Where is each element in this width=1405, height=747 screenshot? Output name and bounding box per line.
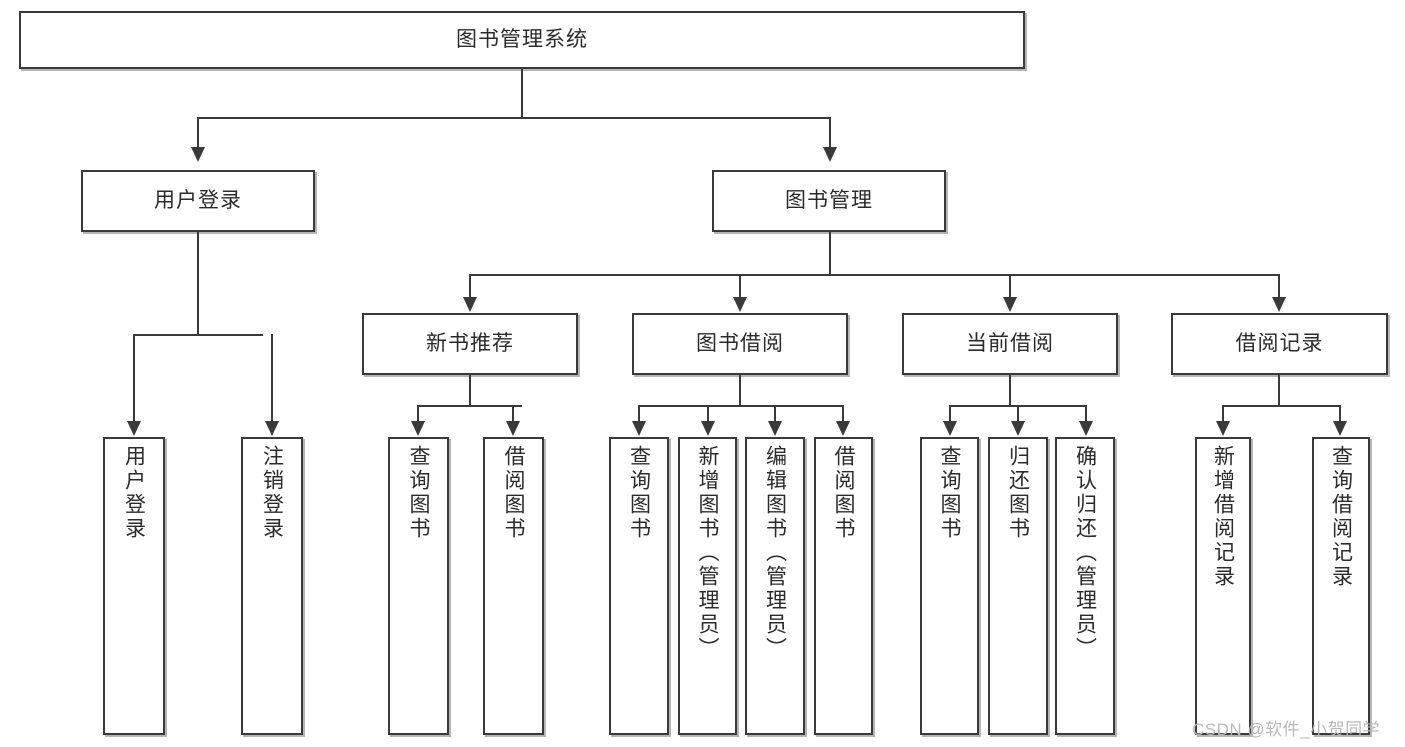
connector-borrow-record-stem [1278,375,1280,405]
node-label: 借阅记录 [1235,331,1324,355]
connector-user-login-stem [197,232,199,334]
node-leaf-query-record[interactable]: 查询借阅记录 [1312,437,1370,735]
arrowhead-current-borrow [1003,297,1017,312]
node-leaf-confirm-return[interactable]: 确认归还（管理员） [1055,437,1115,735]
connector-book-borrow-stem [739,375,741,405]
arrowhead-leaf-query-book-3 [943,421,957,436]
arrowhead-leaf-user-login [127,421,141,436]
node-label: 归还图书 [1006,445,1030,541]
connector-new-book-drop-2 [512,405,514,421]
connector-new-book-drop-1 [417,405,419,421]
connector-bb-drop-3 [774,405,776,421]
connector-book-management-stem [829,232,831,274]
connector-new-book-stem [469,375,471,405]
connector-book-borrow-bus [638,405,844,407]
csdn-watermark: CSDN @软件_小贺同学 [1192,720,1381,739]
node-leaf-edit-book[interactable]: 编辑图书（管理员） [745,437,805,735]
connector-borrow-record-bus [1222,405,1341,407]
node-label: 查询图书 [938,445,961,541]
node-root-system[interactable]: 图书管理系统 [19,11,1025,69]
arrowhead-leaf-logout-login [265,421,279,436]
arrowhead-book-borrow [733,297,747,312]
arrowhead-leaf-query-book-2 [632,421,646,436]
node-user-login[interactable]: 用户登录 [81,170,315,232]
node-label: 查询借阅记录 [1329,445,1353,589]
connector-new-book-bus [417,405,522,407]
node-book-management[interactable]: 图书管理 [712,170,946,232]
connector-br-drop-1 [1222,405,1224,421]
node-label: 用户登录 [122,445,146,541]
connector-br-drop-2 [1339,405,1341,421]
node-leaf-query-book-2[interactable]: 查询图书 [609,437,669,735]
node-label: 图书管理 [785,188,873,212]
connector-bm-drop-new-book [469,274,471,297]
arrowhead-leaf-query-record [1333,421,1347,436]
node-leaf-borrow-book-2[interactable]: 借阅图书 [814,437,873,735]
node-label: 确认归还（管理员） [1073,445,1097,661]
node-label: 借阅图书 [502,445,525,541]
node-label: 查询图书 [407,445,430,541]
node-leaf-query-book-3[interactable]: 查询图书 [920,437,979,735]
arrowhead-leaf-add-record [1216,421,1230,436]
node-label: 新增图书（管理员） [696,445,719,661]
connector-root-to-user-login [197,117,199,147]
connector-bb-drop-1 [638,405,640,421]
node-label: 用户登录 [154,188,242,212]
node-leaf-query-book-1[interactable]: 查询图书 [388,437,449,735]
node-new-book-recommend[interactable]: 新书推荐 [362,313,578,375]
connector-bm-drop-borrow-record [1278,274,1280,297]
node-label: 当前借阅 [966,331,1054,355]
node-leaf-user-login[interactable]: 用户登录 [103,437,165,735]
connector-user-login-bus [133,334,263,336]
arrowhead-book-management [823,147,837,162]
arrowhead-leaf-return-book [1011,421,1025,436]
node-current-borrow[interactable]: 当前借阅 [902,313,1118,375]
arrowhead-user-login [191,147,205,162]
node-label: 借阅图书 [832,445,855,541]
arrowhead-leaf-borrow-book-2 [836,421,850,436]
connector-cb-drop-3 [1085,405,1087,421]
connector-root-to-book-management [829,117,831,147]
connector-current-borrow-stem [1009,375,1011,405]
node-leaf-add-book[interactable]: 新增图书（管理员） [678,437,737,735]
connector-root-bus [197,117,831,119]
node-book-borrow[interactable]: 图书借阅 [632,313,848,375]
connector-bb-drop-2 [707,405,709,421]
arrowhead-new-book-recommend [463,297,477,312]
arrowhead-leaf-confirm-return [1079,421,1093,436]
connector-root-stem [521,69,523,117]
connector-bb-drop-4 [842,405,844,421]
arrowhead-leaf-edit-book [768,421,782,436]
connector-user-login-drop-2 [271,334,273,421]
arrowhead-leaf-query-book-1 [411,421,425,436]
node-label: 图书借阅 [696,331,784,355]
connector-bm-drop-book-borrow [739,274,741,297]
connector-user-login-drop-1 [133,334,135,421]
node-label: 编辑图书（管理员） [763,445,787,661]
node-leaf-return-book[interactable]: 归还图书 [988,437,1048,735]
node-label: 新书推荐 [426,331,514,355]
connector-cb-drop-1 [949,405,951,421]
connector-book-management-bus [469,274,1280,276]
connector-bm-drop-current-borrow [1009,274,1011,297]
node-label: 注销登录 [260,445,284,541]
node-label: 图书管理系统 [456,27,588,51]
node-leaf-add-record[interactable]: 新增借阅记录 [1195,437,1251,735]
node-label: 新增借阅记录 [1211,445,1235,589]
connector-cb-drop-2 [1017,405,1019,421]
arrowhead-leaf-borrow-book-1 [506,421,520,436]
node-borrow-record[interactable]: 借阅记录 [1171,313,1388,375]
node-leaf-logout-login[interactable]: 注销登录 [241,437,303,735]
arrowhead-leaf-add-book [701,421,715,436]
node-label: 查询图书 [627,445,651,541]
arrowhead-borrow-record [1272,297,1286,312]
node-leaf-borrow-book-1[interactable]: 借阅图书 [483,437,544,735]
